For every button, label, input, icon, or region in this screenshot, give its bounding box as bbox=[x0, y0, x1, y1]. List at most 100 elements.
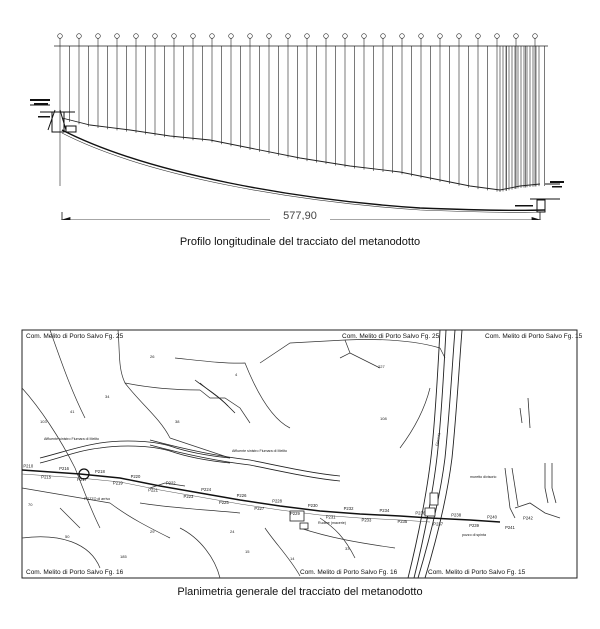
parcel-number: 227 bbox=[378, 364, 385, 369]
profile-station-marker bbox=[380, 33, 386, 39]
profile-total-length: 577,90 bbox=[283, 210, 317, 220]
sheet-label-top-left: Com. Melito di Porto Salvo Fg. 25 bbox=[26, 333, 124, 340]
plan-streams bbox=[39, 379, 341, 482]
pozzo-label: POZZO di arrivo bbox=[84, 497, 110, 501]
stake-label: P223 bbox=[184, 494, 194, 499]
parcel-number: 185 bbox=[120, 554, 127, 559]
parcel-number: 70 bbox=[28, 502, 33, 507]
profile-dimension-line bbox=[60, 212, 542, 220]
plan-arrival-shaft bbox=[78, 468, 90, 480]
parcel-number: 34 bbox=[105, 394, 110, 399]
profile-station-marker bbox=[323, 33, 329, 39]
parcel-number: 33 bbox=[345, 546, 350, 551]
stake-label: P242 bbox=[523, 516, 533, 521]
profile-pipeline-inner bbox=[61, 132, 546, 213]
profile-station-marker bbox=[304, 33, 310, 39]
plan-parcel-boundaries bbox=[21, 329, 446, 579]
parcel-number: 50 bbox=[65, 534, 70, 539]
stake-label: P236 bbox=[415, 510, 425, 515]
parcel-number: 103 bbox=[40, 419, 47, 424]
profile-station-marker bbox=[418, 33, 424, 39]
profile-station-marker bbox=[494, 33, 500, 39]
profile-station-marker bbox=[247, 33, 253, 39]
profile-station-marker bbox=[114, 33, 120, 39]
stake-label: P227 bbox=[254, 506, 264, 511]
profile-station-marker bbox=[342, 33, 348, 39]
stake-label: P240 bbox=[487, 514, 497, 519]
profile-station-marker bbox=[76, 33, 82, 39]
muretto-label: muretto divisorio bbox=[470, 475, 496, 479]
profile-drawing: 577,90 bbox=[30, 33, 564, 220]
stake-label: P231 bbox=[326, 515, 336, 520]
profile-station-marker bbox=[513, 33, 519, 39]
plan-structures bbox=[289, 492, 439, 530]
profile-station-marker bbox=[437, 33, 443, 39]
profile-exit-shaft bbox=[530, 183, 560, 213]
parcel-number: 108 bbox=[380, 416, 387, 421]
parcel-number: 41 bbox=[70, 409, 75, 414]
profile-caption: Profilo longitudinale del tracciato del … bbox=[179, 236, 421, 248]
plan-caption: Planimetria generale del tracciato del m… bbox=[177, 586, 423, 598]
profile-station-marker bbox=[361, 33, 367, 39]
profile-ground-line bbox=[61, 117, 541, 191]
stake-label: P234 bbox=[380, 508, 390, 513]
rudere-label: Rudere (macerie) bbox=[318, 521, 346, 525]
profile-station-markers bbox=[57, 33, 538, 39]
stake-label: P226 bbox=[237, 493, 247, 498]
sheet-label-bottom-right: Com. Melito di Porto Salvo Fg. 15 bbox=[428, 569, 526, 576]
stake-label: P220 bbox=[131, 474, 141, 479]
stake-label: P216 bbox=[59, 466, 69, 471]
profile-station-marker bbox=[133, 33, 139, 39]
profile-station-marker bbox=[532, 33, 538, 39]
stake-label: P218 bbox=[95, 469, 105, 474]
profile-station-marker bbox=[57, 33, 63, 39]
profile-station-marker bbox=[399, 33, 405, 39]
sheet-label-bottom-mid: Com. Melito di Porto Salvo Fg. 16 bbox=[300, 569, 398, 576]
stake-label: P233 bbox=[362, 517, 372, 522]
stake-label: P217 bbox=[77, 477, 87, 482]
stake-label: P235 bbox=[397, 519, 407, 524]
sheet-label-top-right: Com. Melito di Porto Salvo Fg. 15 bbox=[485, 333, 583, 340]
stake-label: P229 bbox=[290, 511, 300, 516]
parcel-number: 14 bbox=[290, 556, 295, 561]
stake-label: P215 bbox=[41, 475, 51, 480]
parcel-number: 26 bbox=[150, 354, 155, 359]
stream-label-left: Affluente sinistro Fiumara di Melito bbox=[44, 437, 99, 441]
plan-frame bbox=[21, 329, 578, 579]
plan-drawing: Com. Melito di Porto Salvo Fg. 25 Com. M… bbox=[21, 329, 583, 579]
profile-station-marker bbox=[228, 33, 234, 39]
stake-label: P228 bbox=[272, 498, 282, 503]
sheet-label-top-mid: Com. Melito di Porto Salvo Fg. 25 bbox=[342, 333, 440, 340]
stake-label: P237 bbox=[433, 521, 443, 526]
stake-label: P225 bbox=[219, 500, 229, 505]
stake-label: P230 bbox=[308, 503, 318, 508]
plan-railway bbox=[407, 329, 463, 579]
profile-station-marker bbox=[266, 33, 272, 39]
stake-label: P210 bbox=[23, 463, 33, 468]
parcel-number: 4 bbox=[235, 372, 238, 377]
profile-left-notes bbox=[30, 99, 50, 118]
sheet-label-bottom-left: Com. Melito di Porto Salvo Fg. 16 bbox=[26, 569, 124, 576]
profile-station-marker bbox=[95, 33, 101, 39]
parcel-number: 38 bbox=[175, 419, 180, 424]
stake-label: P224 bbox=[201, 487, 211, 492]
profile-station-marker bbox=[171, 33, 177, 39]
profile-entry-shaft bbox=[30, 104, 77, 133]
parcel-number: 15 bbox=[245, 549, 250, 554]
profile-station-marker bbox=[152, 33, 158, 39]
stream-label-mid: Affluente sinistro Fiumara di Melito bbox=[232, 449, 287, 453]
plan-pipeline-offset bbox=[21, 473, 431, 523]
stake-label: P238 bbox=[451, 512, 461, 517]
profile-pipeline bbox=[61, 129, 546, 212]
profile-station-marker bbox=[285, 33, 291, 39]
profile-station-marker bbox=[475, 33, 481, 39]
stake-label: P222 bbox=[166, 481, 176, 486]
parcel-number: 24 bbox=[230, 529, 235, 534]
stake-label: P221 bbox=[148, 487, 158, 492]
profile-station-marker bbox=[209, 33, 215, 39]
stake-label: P219 bbox=[113, 481, 123, 486]
railway-label: Ferrovia bbox=[435, 432, 441, 446]
stake-label: P239 bbox=[469, 523, 479, 528]
profile-station-marker bbox=[456, 33, 462, 39]
